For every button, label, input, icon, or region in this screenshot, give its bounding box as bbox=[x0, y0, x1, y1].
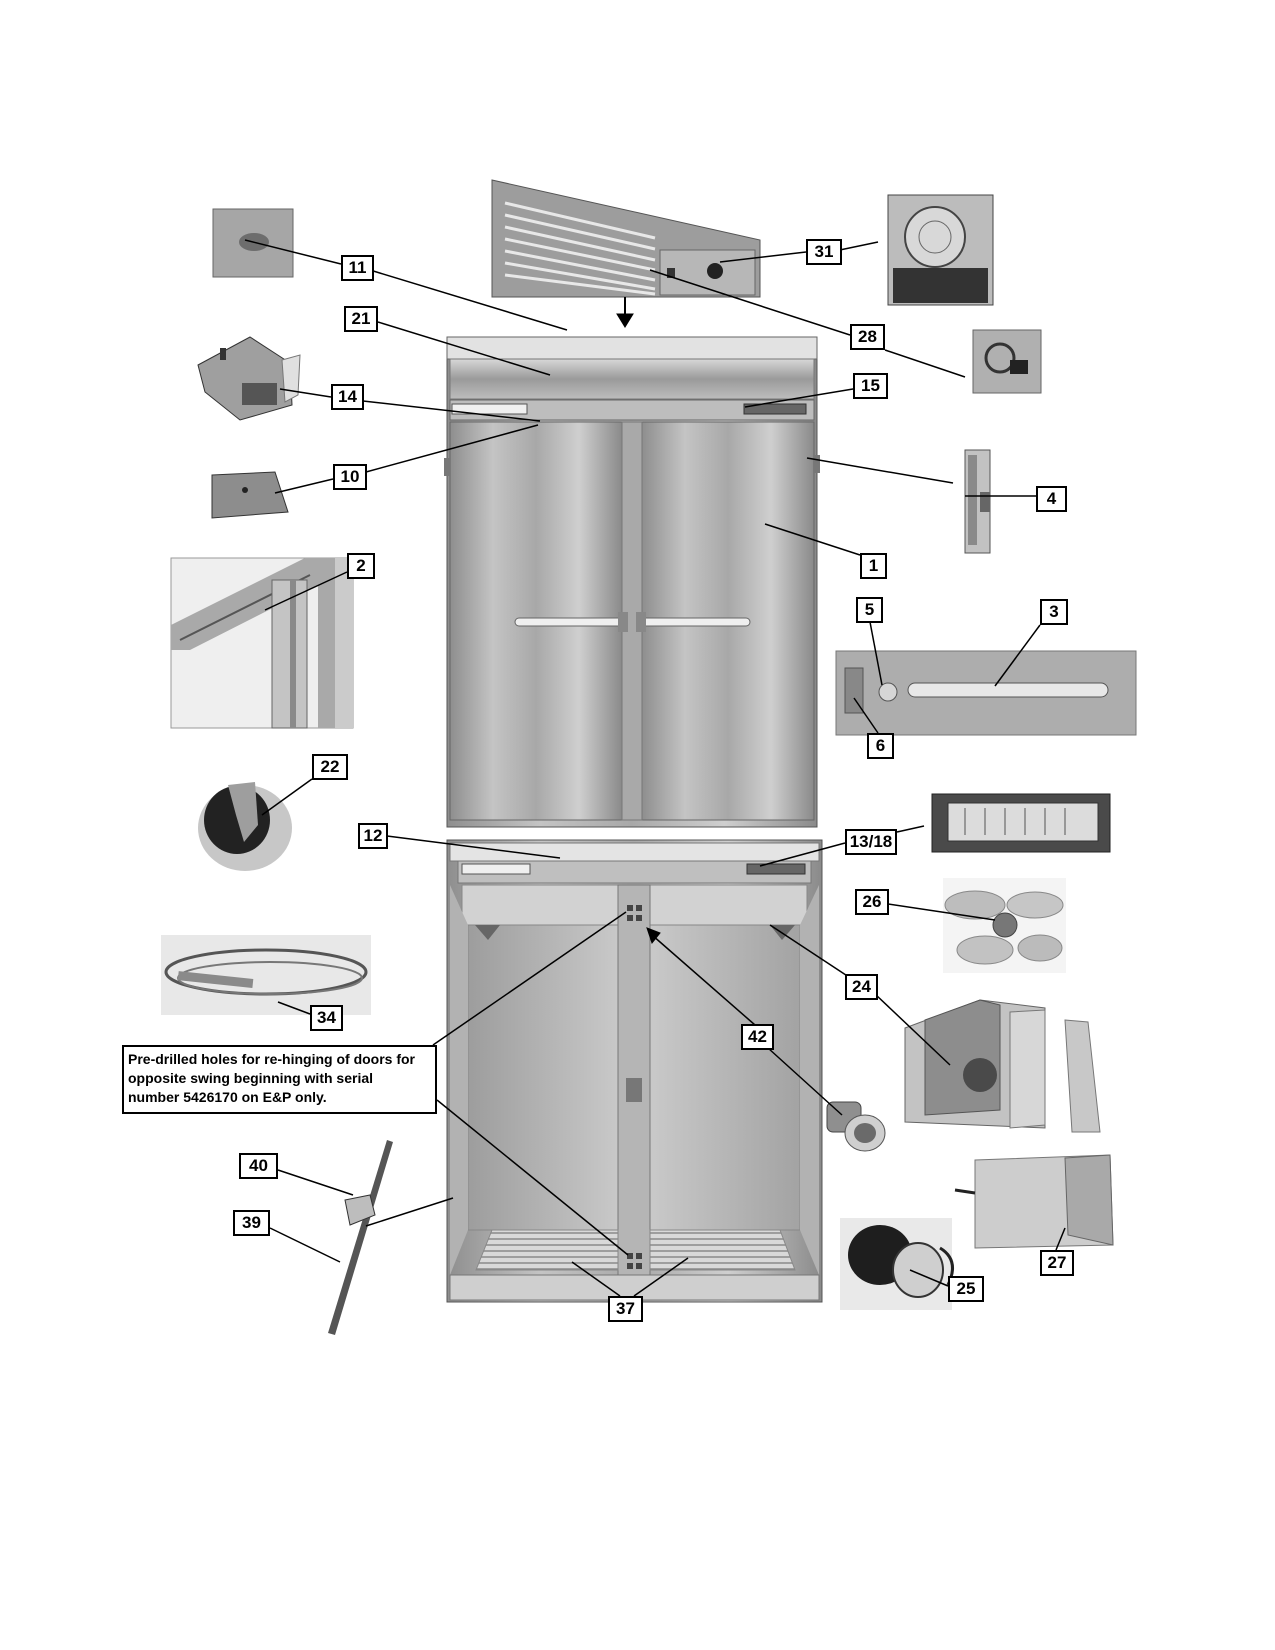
callout-1: 1 bbox=[860, 553, 887, 579]
callout-28: 28 bbox=[850, 324, 885, 350]
callout-14: 14 bbox=[331, 384, 364, 410]
part-34-photo bbox=[161, 935, 371, 1015]
lower-cabinet-photo bbox=[446, 839, 823, 1303]
callout-31: 31 bbox=[806, 239, 842, 265]
part-2-photo bbox=[170, 557, 354, 729]
part-13-18-photo bbox=[931, 793, 1111, 853]
callout-21: 21 bbox=[344, 306, 378, 332]
part-25-motor-photo bbox=[840, 1218, 954, 1310]
callout-22: 22 bbox=[312, 754, 348, 780]
callout-25: 25 bbox=[948, 1276, 984, 1302]
part-3-handle-photo bbox=[835, 650, 1137, 736]
callout-42: 42 bbox=[741, 1024, 774, 1050]
callout-3: 3 bbox=[1040, 599, 1068, 625]
part-14-photo bbox=[197, 336, 301, 421]
callout-13-18: 13/18 bbox=[845, 829, 897, 855]
callout-11: 11 bbox=[341, 255, 374, 281]
callout-2: 2 bbox=[347, 553, 375, 579]
part-4-photo bbox=[964, 449, 991, 554]
rehinging-note-line-2: opposite swing beginning with serial bbox=[128, 1070, 374, 1086]
callout-27: 27 bbox=[1040, 1250, 1074, 1276]
callout-26: 26 bbox=[855, 889, 889, 915]
callout-6: 6 bbox=[867, 733, 894, 759]
callout-34: 34 bbox=[310, 1005, 343, 1031]
callout-12: 12 bbox=[358, 823, 388, 849]
rehinging-note-line-3: number 5426170 on E&P only. bbox=[128, 1089, 327, 1105]
arrows bbox=[616, 297, 661, 945]
part-24-evaporator-photo bbox=[904, 999, 1101, 1133]
callout-5: 5 bbox=[856, 597, 883, 623]
leader-lines bbox=[244, 239, 1066, 1297]
callout-40: 40 bbox=[239, 1153, 278, 1179]
callout-39: 39 bbox=[233, 1210, 270, 1236]
part-27-photo bbox=[954, 1154, 1114, 1249]
rehinging-note: Pre-drilled holes for re-hinging of door… bbox=[122, 1045, 437, 1114]
part-22-photo bbox=[198, 782, 292, 871]
part-40-39-photo bbox=[328, 1140, 393, 1335]
upper-cabinet-photo bbox=[444, 336, 820, 828]
part-10-photo bbox=[211, 471, 289, 519]
condensing-unit-photo bbox=[491, 179, 761, 298]
part-11-photo bbox=[212, 208, 294, 278]
rehinging-note-line-1: Pre-drilled holes for re-hinging of door… bbox=[128, 1051, 416, 1067]
callout-4: 4 bbox=[1036, 486, 1067, 512]
part-26-fan-photo bbox=[943, 878, 1066, 973]
callout-37: 37 bbox=[608, 1296, 643, 1322]
callout-10: 10 bbox=[333, 464, 367, 490]
part-28-photo bbox=[972, 329, 1042, 394]
callout-24: 24 bbox=[845, 974, 878, 1000]
callout-15: 15 bbox=[853, 373, 888, 399]
part-31-photo bbox=[887, 194, 994, 306]
